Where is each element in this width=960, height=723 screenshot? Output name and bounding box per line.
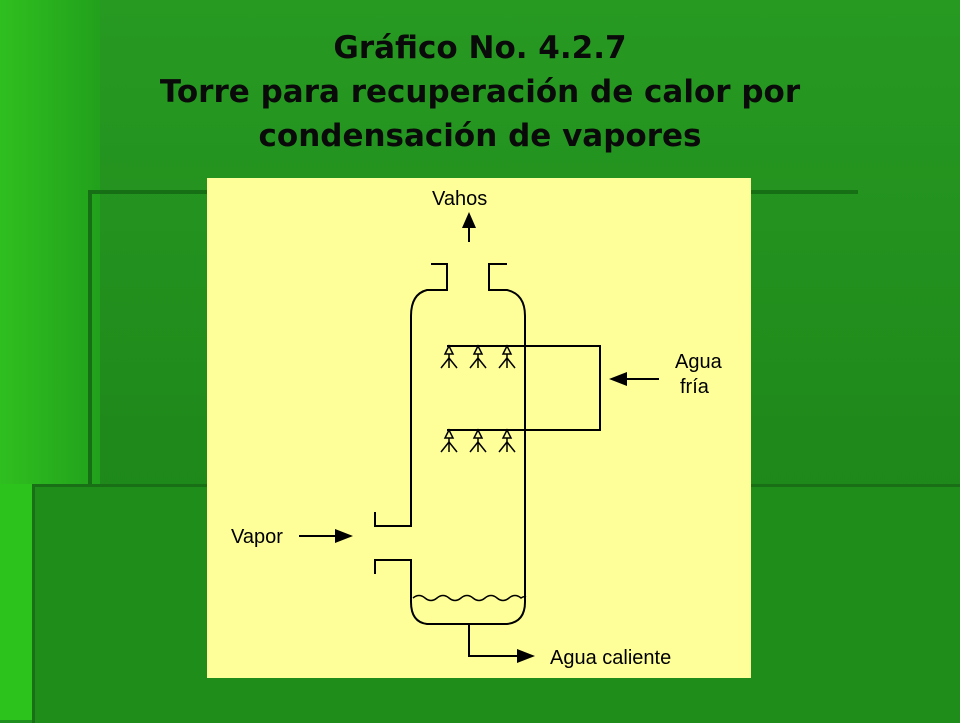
cold-water-supply-pipe: [447, 345, 601, 431]
title-line-1: Gráfico No. 4.2.7: [333, 30, 627, 66]
spray-nozzle-icon: [440, 429, 458, 453]
label-agua: Agua: [675, 351, 723, 373]
cold-water-inlet-arrow-head: [609, 372, 627, 386]
diagram-panel: Vahos Agua caliente Vapor Agua fría: [207, 178, 751, 678]
spray-nozzle-icon: [498, 345, 516, 369]
tower-right-wall-and-bottom: [374, 263, 526, 625]
hot-water-outlet-pipe: [468, 624, 525, 657]
spray-nozzle-icon: [440, 345, 458, 369]
tower-left-wall-upper: [374, 263, 448, 527]
spray-nozzle-icon: [498, 429, 516, 453]
title-line-2: Torre para recuperación de calor por: [159, 74, 801, 110]
condensation-tower-diagram: Vahos Agua caliente Vapor Agua fría: [231, 188, 723, 669]
lower-spray-nozzles: [440, 429, 516, 453]
liquid-level-wave: [412, 594, 527, 602]
label-fria: fría: [680, 376, 710, 398]
upper-spray-nozzles: [440, 345, 516, 369]
vapor-inlet-arrow-head: [335, 529, 353, 543]
spray-nozzle-icon: [469, 345, 487, 369]
label-vapor: Vapor: [231, 526, 283, 548]
hot-water-outlet-arrow-head: [517, 649, 535, 663]
vapor-outlet-arrow-head: [462, 212, 476, 228]
label-agua-caliente: Agua caliente: [550, 647, 671, 669]
title-line-3: condensación de vapores: [258, 118, 702, 154]
slide-background-lower-left-band: [0, 484, 34, 720]
slide-title: Gráfico No. 4.2.7 Torre para recuperació…: [0, 26, 960, 158]
label-vahos: Vahos: [432, 188, 487, 210]
spray-nozzle-icon: [469, 429, 487, 453]
background-divider-vertical: [88, 190, 92, 490]
